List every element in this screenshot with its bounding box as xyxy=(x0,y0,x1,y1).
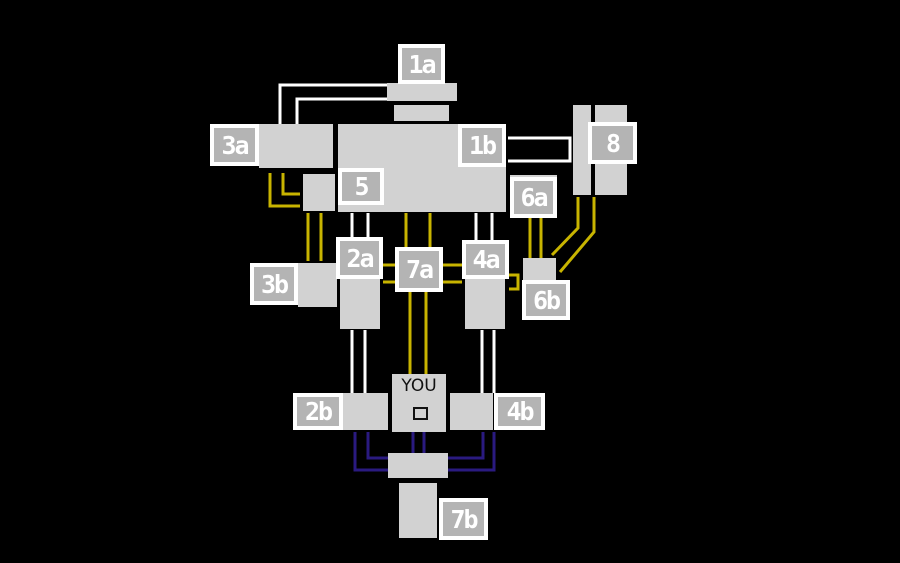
room-4b xyxy=(450,393,493,430)
camera-button-2b[interactable]: 2b xyxy=(293,393,343,430)
camera-label: 2b xyxy=(297,397,339,426)
player-location-label: YOU xyxy=(401,376,437,396)
camera-label: 5 xyxy=(342,172,380,201)
camera-button-3a[interactable]: 3a xyxy=(210,124,259,166)
camera-label: 8 xyxy=(592,126,633,160)
camera-button-5[interactable]: 5 xyxy=(338,168,384,205)
room-1a-top xyxy=(387,83,457,101)
camera-button-4b[interactable]: 4b xyxy=(494,393,545,430)
room-3b xyxy=(298,263,337,307)
room-office xyxy=(392,374,446,432)
room-1a xyxy=(394,105,449,121)
player-marker-icon xyxy=(413,407,428,420)
room-3a xyxy=(259,124,333,168)
room-2b xyxy=(343,393,388,430)
camera-label: 1b xyxy=(462,128,502,163)
camera-label: 7b xyxy=(443,502,484,536)
camera-label: 2a xyxy=(340,241,379,275)
camera-button-8[interactable]: 8 xyxy=(588,122,637,164)
camera-label: 6b xyxy=(526,284,566,316)
camera-label: 4a xyxy=(466,244,505,275)
camera-label: 4b xyxy=(498,397,541,426)
camera-button-7b[interactable]: 7b xyxy=(439,498,488,540)
camera-label: 3a xyxy=(214,128,255,162)
room-7b xyxy=(399,483,437,538)
camera-label: 3b xyxy=(254,267,294,301)
camera-button-1b[interactable]: 1b xyxy=(458,124,506,167)
camera-button-7a[interactable]: 7a xyxy=(395,247,443,292)
camera-label: 1a xyxy=(402,48,441,80)
room-5 xyxy=(303,174,335,211)
camera-label: 7a xyxy=(399,251,439,288)
camera-button-6b[interactable]: 6b xyxy=(522,280,570,320)
room-7b-top xyxy=(388,453,448,478)
camera-button-4a[interactable]: 4a xyxy=(462,240,509,279)
camera-label: 6a xyxy=(514,181,553,214)
camera-button-2a[interactable]: 2a xyxy=(336,237,383,279)
white-wires xyxy=(278,83,572,393)
room-4a xyxy=(465,279,505,329)
room-6b xyxy=(523,258,556,282)
navy-wires xyxy=(353,432,496,472)
camera-button-1a[interactable]: 1a xyxy=(398,44,445,84)
room-2a xyxy=(340,279,380,329)
room-8-left xyxy=(573,105,591,195)
camera-button-3b[interactable]: 3b xyxy=(250,263,298,305)
camera-button-6a[interactable]: 6a xyxy=(510,177,557,218)
yellow-wires xyxy=(268,173,596,374)
